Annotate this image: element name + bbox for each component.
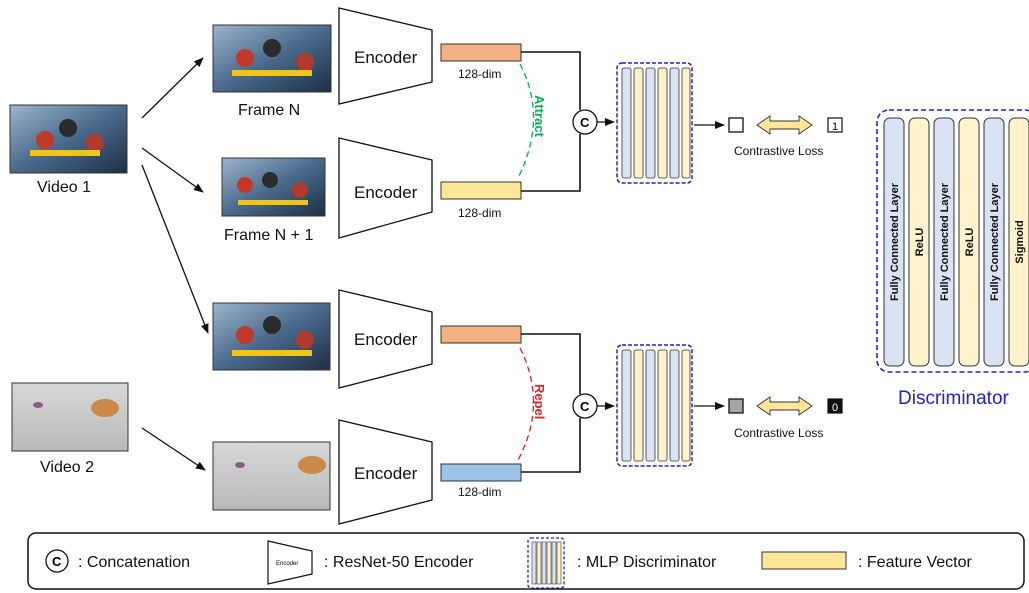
encoder-2	[338, 137, 433, 239]
frame-n1-label: Frame N + 1	[224, 227, 313, 244]
disc-layer-3-label: Fully Connected Layer	[939, 182, 951, 301]
legend-feature-text: : Feature Vector	[858, 554, 973, 571]
score-box-top	[728, 117, 744, 133]
frame-v1-image	[212, 302, 331, 371]
target-box-negative	[827, 398, 843, 414]
legend-feature-icon	[761, 551, 847, 570]
target-box-positive	[827, 117, 843, 133]
disc-layer-4-label: ReLU	[964, 228, 976, 257]
arrow-v1-frame-bottom	[141, 164, 209, 334]
encoder-1	[338, 7, 433, 105]
feature-vector-frame-n	[440, 43, 522, 62]
dim-label-3: 128-dim	[458, 485, 501, 499]
disc-layer-5-label: Fully Connected Layer	[989, 182, 1001, 301]
discriminator-title: Discriminator	[898, 388, 1010, 409]
dim-label-1: 128-dim	[458, 67, 501, 81]
feature-vector-v2	[440, 463, 522, 482]
legend-encoder-icon	[267, 540, 313, 585]
encoder-4-label: Encoder	[354, 464, 418, 483]
feature-vector-v1	[440, 325, 522, 344]
dim-label-2: 128-dim	[458, 206, 501, 220]
connector-top-a	[521, 51, 581, 110]
encoder-1-label: Encoder	[354, 48, 418, 67]
mlp-discriminator-bottom	[616, 344, 693, 467]
frame-n1-image	[221, 157, 326, 217]
feature-vector-frame-n1	[440, 181, 522, 200]
disc-layer-3	[933, 117, 955, 367]
connector-bot-a	[521, 333, 581, 394]
video2-thumbnail	[11, 382, 129, 452]
disc-layer-1-label: Fully Connected Layer	[889, 182, 901, 301]
encoder-3-label: Encoder	[354, 330, 418, 349]
legend-concat-icon	[45, 549, 69, 573]
discriminator-detail	[876, 109, 1029, 373]
frame-n-label: Frame N	[238, 102, 300, 119]
contrastive-loss-top: Contrastive Loss	[734, 144, 823, 158]
double-arrow-top	[756, 115, 813, 135]
arrow-v1-frame-n1	[141, 147, 204, 193]
legend-concat-text: : Concatenation	[78, 554, 190, 571]
score-box-bottom	[728, 398, 744, 414]
legend-mlp-text: : MLP Discriminator	[577, 554, 717, 571]
encoder-3	[338, 289, 433, 389]
frame-n-image	[212, 24, 332, 93]
disc-layer-1	[883, 117, 905, 367]
video1-label: Video 1	[37, 179, 91, 196]
encoder-2-label: Encoder	[354, 183, 418, 202]
double-arrow-bottom	[756, 396, 813, 416]
disc-layer-4	[958, 117, 980, 367]
connector-bot-b	[521, 418, 581, 473]
attract-arc	[517, 63, 535, 179]
arrow-v2-frame	[141, 427, 206, 471]
concat-symbol-bottom: C	[580, 399, 590, 414]
encoder-4	[338, 419, 433, 525]
legend-mlp-icon	[527, 537, 565, 589]
contrastive-loss-bottom: Contrastive Loss	[734, 426, 823, 440]
target-positive: 1	[832, 121, 838, 133]
connector-top-b	[521, 134, 581, 192]
mlp-discriminator-top	[616, 62, 693, 184]
video1-thumbnail	[9, 104, 128, 174]
disc-layer-6-label: Sigmoid	[1014, 220, 1026, 263]
video2-label: Video 2	[40, 459, 94, 476]
legend-encoder-icon-text: Encoder	[276, 561, 298, 567]
repel-arc	[517, 347, 535, 461]
disc-layer-2-label: ReLU	[914, 228, 926, 257]
attract-label: Attract	[532, 95, 547, 138]
disc-layer-6	[1008, 117, 1029, 367]
disc-layer-5	[983, 117, 1005, 367]
repel-label: Repel	[532, 384, 547, 419]
legend-concat-symbol: C	[52, 554, 62, 569]
concat-symbol-top: C	[580, 115, 590, 130]
frame-v2-image	[212, 441, 331, 511]
arrow-v1-frame-n	[141, 57, 204, 119]
disc-layer-2	[908, 117, 930, 367]
legend-encoder-text: : ResNet-50 Encoder	[324, 554, 474, 571]
target-negative: 0	[832, 402, 838, 414]
